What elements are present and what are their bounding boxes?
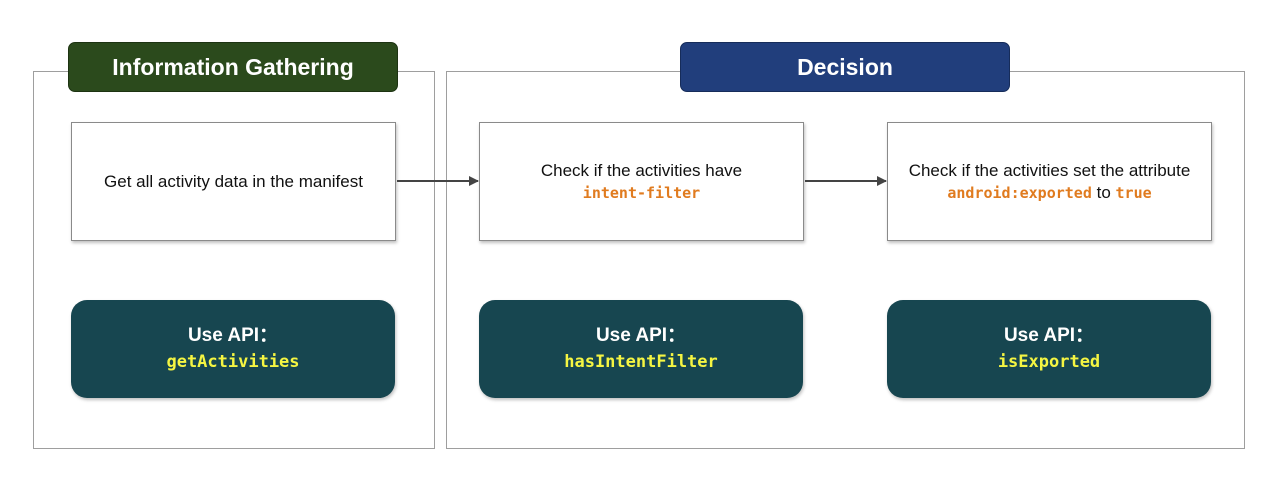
step-check-intent-filter-text: Check if the activities have <box>540 160 743 180</box>
step-check-exported: Check if the activities set the attribut… <box>887 122 1212 241</box>
api-label: Use API： <box>187 325 279 346</box>
to-connector-text: to <box>1096 182 1111 202</box>
information-gathering-title: Information Gathering <box>112 53 354 80</box>
decision-title: Decision <box>797 53 893 80</box>
api-label: Use API： <box>1003 325 1095 346</box>
decision-header: Decision <box>680 42 1010 92</box>
step-check-exported-text: Check if the activities set the attribut… <box>908 160 1191 180</box>
api-box-get-activities: Use API： getActivities <box>71 300 395 398</box>
step-get-activities: Get all activity data in the manifest <box>71 122 396 241</box>
api-name-has-intent-filter: hasIntentFilter <box>564 352 718 372</box>
api-box-has-intent-filter: Use API： hasIntentFilter <box>479 300 803 398</box>
step-check-intent-filter: Check if the activities have intent-filt… <box>479 122 804 241</box>
api-name-get-activities: getActivities <box>166 352 300 372</box>
api-label: Use API： <box>595 325 687 346</box>
step-check-exported-line2: android:exported to true <box>947 182 1151 204</box>
intent-filter-code: intent-filter <box>582 183 701 202</box>
android-exported-code: android:exported <box>947 183 1092 202</box>
step-get-activities-text: Get all activity data in the manifest <box>104 171 363 191</box>
api-box-is-exported: Use API： isExported <box>887 300 1211 398</box>
true-value-code: true <box>1115 183 1152 202</box>
information-gathering-header: Information Gathering <box>68 42 398 92</box>
api-name-is-exported: isExported <box>997 352 1101 372</box>
